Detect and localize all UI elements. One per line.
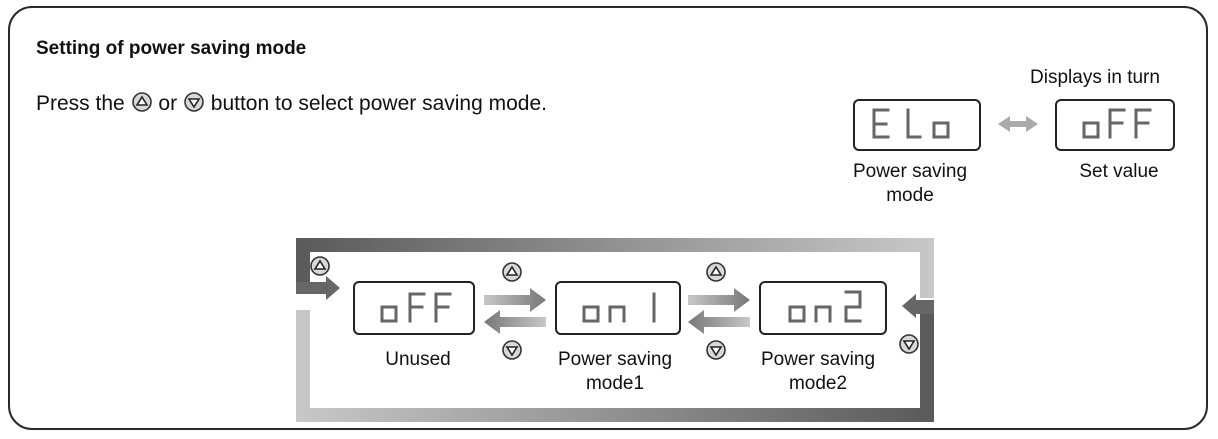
up-button-icon [310, 256, 330, 276]
power-saving-mode-caption: Power saving mode [852, 161, 968, 206]
down-button-icon [706, 340, 726, 360]
down-button-icon [502, 340, 522, 360]
display-on2 [759, 281, 887, 335]
down-button-icon [899, 334, 919, 354]
display-on1 [555, 281, 681, 335]
instruction-middle: or [158, 92, 178, 115]
arrow-left-2 [688, 310, 750, 334]
content-frame [8, 6, 1208, 430]
arrow-left-1 [484, 310, 546, 334]
unused-caption: Unused [385, 349, 451, 370]
power-saving-mode2-caption: Power saving mode2 [760, 349, 876, 394]
display-off [353, 281, 475, 335]
displays-in-turn-label: Displays in turn [1030, 67, 1160, 88]
up-button-icon [706, 262, 726, 282]
power-saving-mode1-caption: Power saving mode1 [557, 349, 673, 394]
arrow-right-1 [484, 288, 546, 312]
up-button-icon [131, 92, 152, 112]
instruction-before: Press the [36, 92, 125, 115]
loop-bottom-band [296, 294, 934, 422]
exchange-arrow [998, 116, 1038, 132]
instruction-text: Press the or button to select power savi… [36, 88, 636, 119]
up-button-icon [502, 262, 522, 282]
set-value-caption: Set value [1079, 161, 1159, 182]
display-eco [853, 99, 981, 151]
arrow-right-2 [688, 288, 750, 312]
down-button-icon [184, 92, 204, 112]
loop-top-band [296, 238, 934, 300]
display-off-top [1055, 99, 1175, 151]
section-title: Setting of power saving mode [36, 38, 307, 59]
instruction-after: button to select power saving mode. [210, 92, 547, 115]
